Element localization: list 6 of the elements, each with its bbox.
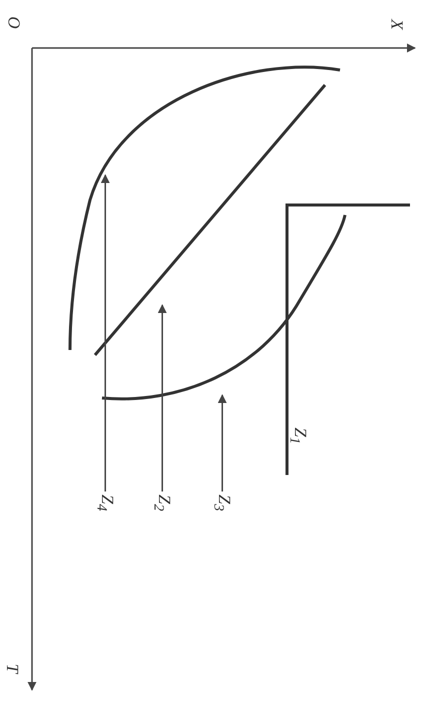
- axis-label: X: [388, 19, 406, 30]
- arrow: [100, 174, 110, 492]
- origin-label: O: [6, 16, 23, 29]
- arrow: [158, 304, 167, 492]
- axis-label: T: [4, 664, 22, 674]
- arrow: [218, 394, 227, 492]
